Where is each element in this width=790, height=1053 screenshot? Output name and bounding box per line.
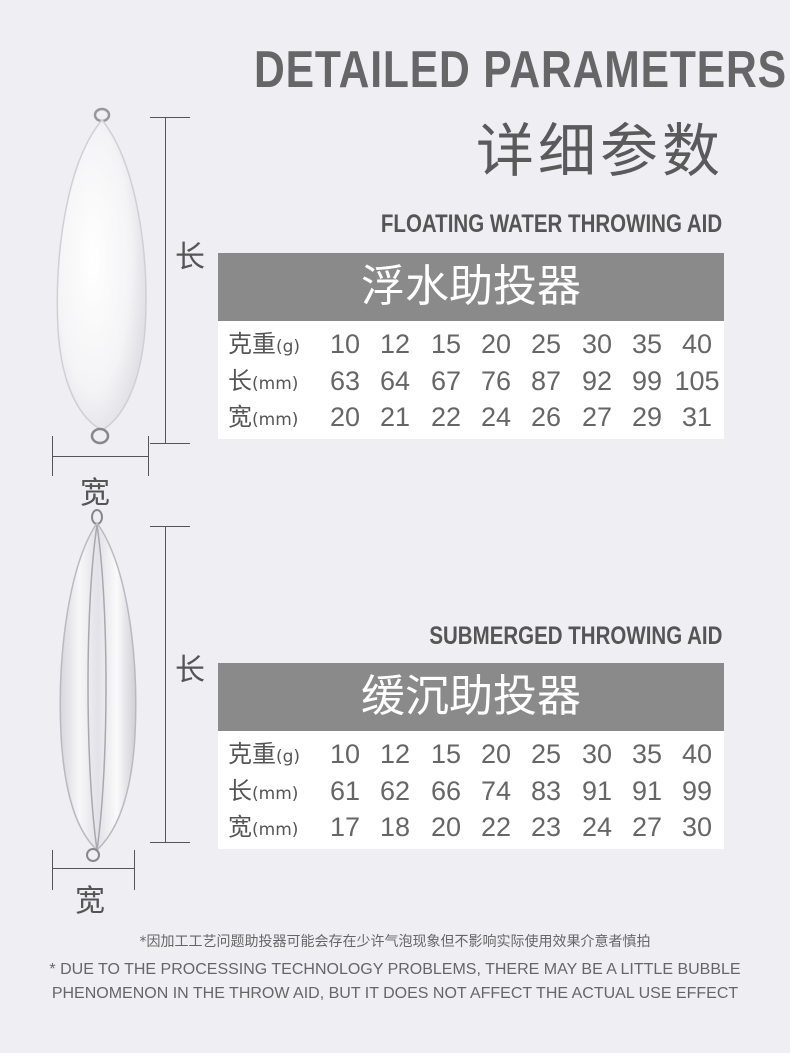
- table-cell: 31: [681, 402, 713, 432]
- footer-note-en: * DUE TO THE PROCESSING TECHNOLOGY PROBL…: [49, 961, 741, 1002]
- table-cell: 35: [631, 739, 663, 769]
- floating-width-right-tick: [148, 436, 149, 476]
- table-cell: 76: [480, 366, 512, 396]
- table-cell: 10: [329, 329, 361, 359]
- submerged-length-bottom-tick: [150, 842, 190, 843]
- table-cell: 25: [530, 329, 562, 359]
- table-cell: 99: [681, 776, 713, 806]
- submerged-width-left-tick: [52, 850, 53, 890]
- table-cell: 17: [329, 812, 361, 842]
- table-cell: 61: [329, 776, 361, 806]
- submerged-aid-image: [59, 509, 137, 862]
- table-cell: 20: [329, 402, 361, 432]
- floating-aid-image: [56, 107, 147, 445]
- table-cell: 35: [631, 329, 663, 359]
- floating-length-top-tick: [150, 117, 190, 118]
- table-cell: 24: [581, 812, 613, 842]
- table-cell: 20: [480, 329, 512, 359]
- floating-length-label: 长: [175, 240, 205, 275]
- table-row: 克重(g) 10 12 15 20 25 30 35 40: [218, 326, 724, 362]
- row-label: 长: [228, 777, 252, 805]
- table-cell: 22: [430, 402, 462, 432]
- floating-width-label: 宽: [80, 476, 110, 511]
- table-cell: 10: [329, 739, 361, 769]
- floating-banner: 浮水助投器: [218, 253, 724, 321]
- page-title-en: DETAILED PARAMETERS: [254, 41, 787, 99]
- row-unit: (g): [276, 747, 301, 767]
- row-label: 宽: [228, 813, 252, 841]
- row-label: 宽: [228, 403, 252, 431]
- row-unit: (g): [276, 337, 301, 357]
- floating-length-bottom-tick: [150, 443, 190, 444]
- table-cell: 87: [530, 366, 562, 396]
- floating-spec-table: 克重(g) 10 12 15 20 25 30 35 40 长(mm) 63 6…: [218, 321, 724, 439]
- table-cell: 74: [480, 776, 512, 806]
- table-cell: 25: [530, 739, 562, 769]
- footer-note-cn: *因加工工艺问题助投器可能会存在少许气泡现象但不影响实际使用效果介意者慎拍: [139, 934, 651, 950]
- table-cell: 18: [379, 812, 411, 842]
- table-cell: 12: [379, 739, 411, 769]
- table-cell: 27: [581, 402, 613, 432]
- table-row: 长(mm) 63 64 67 76 87 92 99 105: [218, 363, 724, 399]
- table-cell: 21: [379, 402, 411, 432]
- row-unit: (mm): [252, 374, 299, 394]
- table-cell: 22: [480, 812, 512, 842]
- table-cell: 105: [674, 366, 720, 396]
- table-cell: 67: [430, 366, 462, 396]
- table-row: 宽(mm) 17 18 20 22 23 24 27 30: [218, 809, 724, 845]
- table-cell: 63: [329, 366, 361, 396]
- table-cell: 24: [480, 402, 512, 432]
- table-cell: 91: [631, 776, 663, 806]
- table-cell: 26: [530, 402, 562, 432]
- submerged-length-top-tick: [150, 526, 190, 527]
- table-cell: 30: [581, 329, 613, 359]
- table-cell: 40: [681, 329, 713, 359]
- table-row: 克重(g) 10 12 15 20 25 30 35 40: [218, 736, 724, 772]
- table-row: 宽(mm) 20 21 22 24 26 27 29 31: [218, 399, 724, 435]
- table-cell: 29: [631, 402, 663, 432]
- table-cell: 62: [379, 776, 411, 806]
- row-label: 长: [228, 367, 252, 395]
- table-cell: 64: [379, 366, 411, 396]
- table-cell: 23: [530, 812, 562, 842]
- table-cell: 15: [430, 739, 462, 769]
- floating-width-line: [52, 456, 148, 457]
- table-cell: 30: [581, 739, 613, 769]
- submerged-banner: 缓沉助投器: [218, 663, 724, 731]
- table-cell: 27: [631, 812, 663, 842]
- table-cell: 91: [581, 776, 613, 806]
- submerged-subtitle: SUBMERGED THROWING AID: [428, 622, 722, 650]
- table-cell: 30: [681, 812, 713, 842]
- table-row: 长(mm) 61 62 66 74 83 91 91 99: [218, 773, 724, 809]
- submerged-length-label: 长: [175, 653, 205, 688]
- table-cell: 83: [530, 776, 562, 806]
- row-unit: (mm): [252, 784, 299, 804]
- table-cell: 40: [681, 739, 713, 769]
- table-cell: 99: [631, 366, 663, 396]
- row-unit: (mm): [252, 820, 299, 840]
- row-label: 克重: [228, 330, 276, 358]
- table-cell: 12: [379, 329, 411, 359]
- row-label: 克重: [228, 740, 276, 768]
- floating-length-line: [165, 117, 166, 443]
- submerged-width-line: [52, 868, 134, 869]
- table-cell: 20: [480, 739, 512, 769]
- table-cell: 20: [430, 812, 462, 842]
- submerged-length-line: [165, 526, 166, 842]
- submerged-width-label: 宽: [75, 884, 105, 919]
- page-title-cn: 详细参数: [475, 117, 724, 185]
- row-unit: (mm): [252, 410, 299, 430]
- submerged-width-right-tick: [134, 850, 135, 890]
- submerged-spec-table: 克重(g) 10 12 15 20 25 30 35 40 长(mm) 61 6…: [218, 731, 724, 849]
- floating-subtitle: FLOATING WATER THROWING AID: [380, 210, 722, 238]
- table-cell: 92: [581, 366, 613, 396]
- table-cell: 66: [430, 776, 462, 806]
- table-cell: 15: [430, 329, 462, 359]
